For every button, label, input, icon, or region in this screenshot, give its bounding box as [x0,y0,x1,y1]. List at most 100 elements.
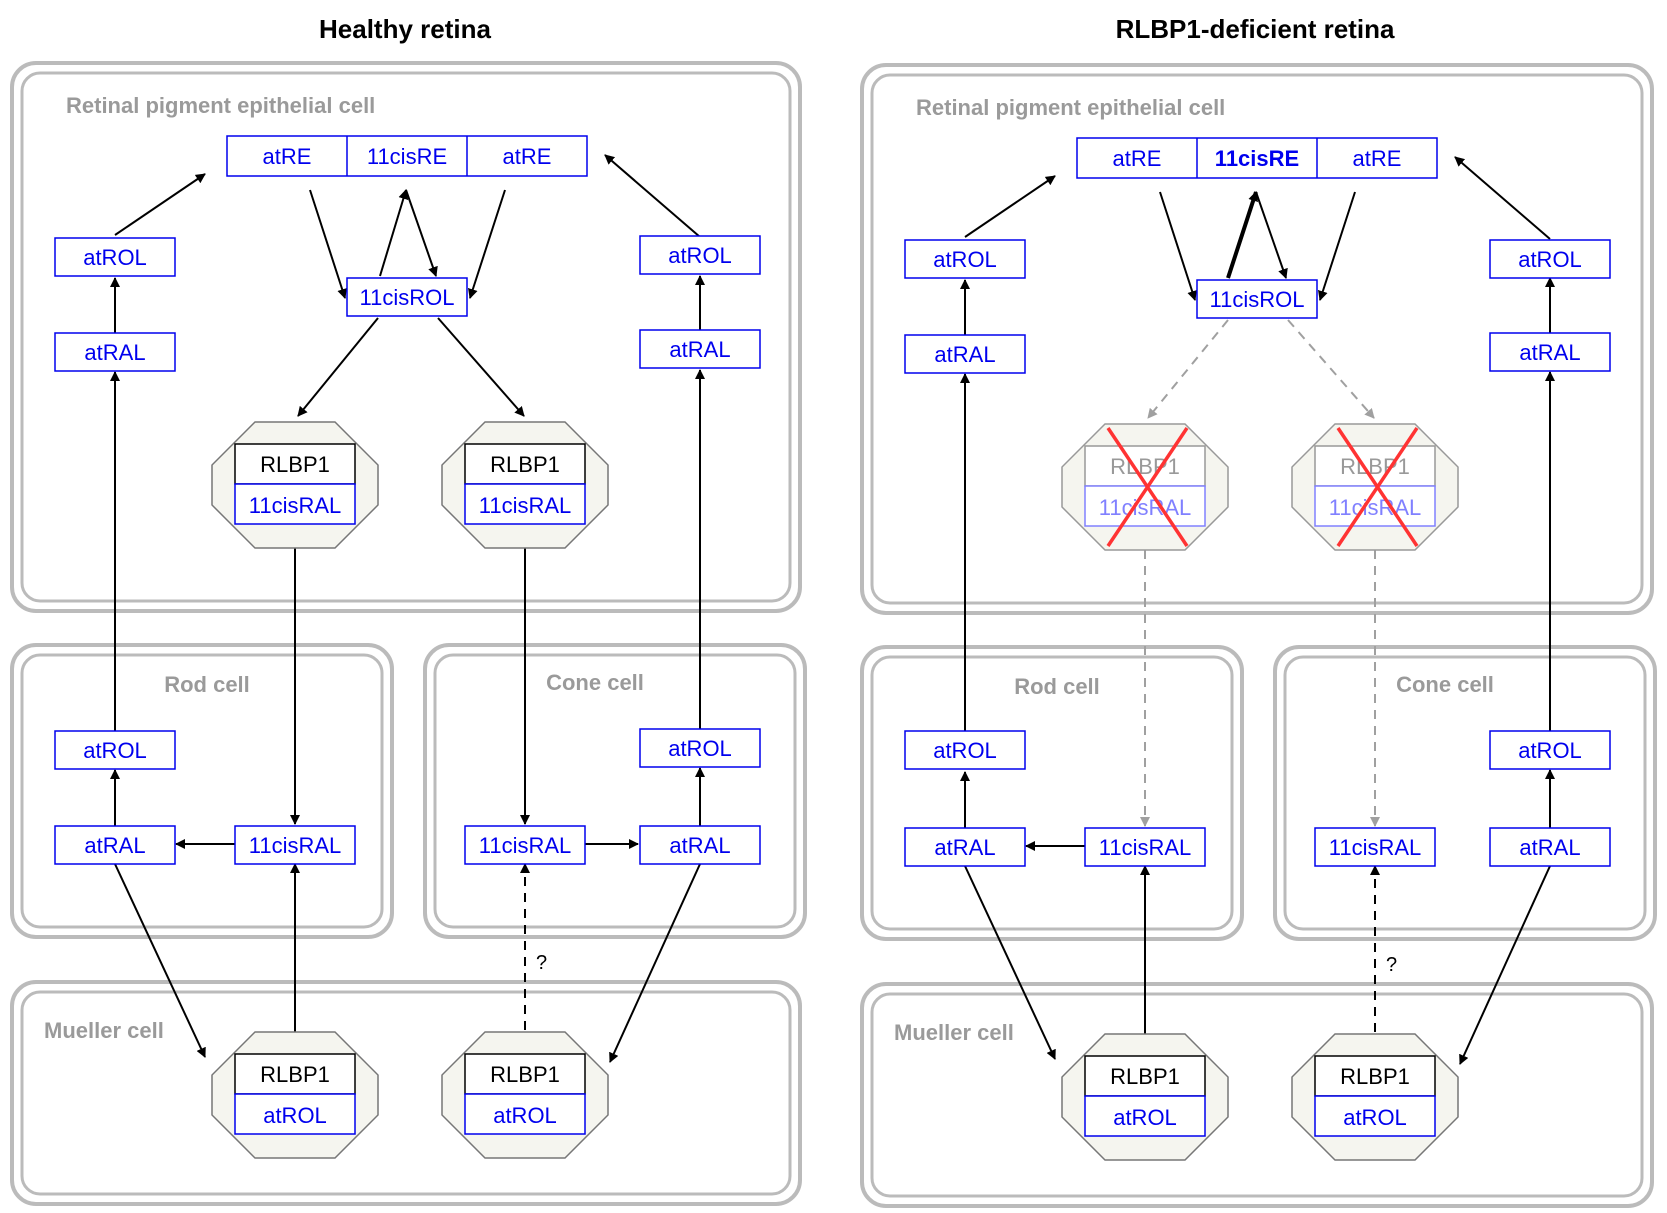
cone-compartment: Cone cell [423,643,807,939]
cross-icon [1106,427,1189,547]
complex-bottom-label: 11cisRAL [249,493,342,518]
edge [468,189,506,299]
complex-rpe-1: RLBP1 11cisRAL [211,421,379,549]
edge-blocked [1287,319,1375,419]
rpe-compartment: Retinal pigment epithelial cell [10,61,802,613]
complex-top-label: RLBP1 [1110,454,1180,479]
node-label: 11cisRAL [249,833,342,858]
cone-compartment: Cone cell [1273,645,1657,941]
healthy-panel: Healthy retina Retinal pigment epithelia… [10,14,807,1206]
edge [964,175,1056,238]
compartment-label: Retinal pigment epithelial cell [916,95,1225,120]
deficient-panel: RLBP1-deficient retina Retinal pigment e… [860,14,1657,1208]
species-nodes [904,137,1611,867]
node-label: atRAL [1519,340,1580,365]
complex-top-label: RLBP1 [1340,1064,1410,1089]
node-label: atROL [668,736,732,761]
node-label: atRE [1113,146,1162,171]
node-label: atRAL [934,342,995,367]
mueller-compartment: Mueller cell [860,982,1654,1208]
node-label: atROL [933,738,997,763]
rod-compartment: Rod cell [10,643,394,939]
question-label: ? [536,952,547,974]
complex-bottom-label: atROL [1343,1105,1407,1130]
node-label: 11cisROL [1210,287,1305,312]
node-label: atROL [1518,247,1582,272]
complex-bottom-label: 11cisRAL [1099,495,1192,520]
rpe-compartment: Retinal pigment epithelial cell [860,63,1654,615]
edge [114,173,206,236]
species-nodes [54,135,761,865]
node-label: 11cisRE [1215,146,1299,171]
complex-rpe-1-absent: RLBP1 11cisRAL [1061,423,1229,551]
complex-bottom-label: 11cisRAL [1329,495,1422,520]
compartment-label: Rod cell [1014,674,1100,699]
node-label: 11cisRE [367,144,447,169]
complex-top-label: RLBP1 [260,1062,330,1087]
edges [960,156,1555,1065]
complex-bottom-label: atROL [493,1103,557,1128]
node-label: 11cisRAL [479,833,572,858]
compartment-label: Mueller cell [894,1020,1014,1045]
blocked-edges [1140,319,1380,827]
node-label: atROL [668,243,732,268]
edges [110,154,705,1063]
compartment-label: Rod cell [164,672,250,697]
edge [309,189,347,299]
compartment-label: Cone cell [1396,672,1494,697]
question-label: ? [1386,954,1397,976]
complex-bottom-label: 11cisRAL [479,493,572,518]
species-labels: atRE 11cisRE atRE atROL atRAL atROL atRA… [83,144,732,858]
rod-compartment: Rod cell [860,645,1244,941]
node-label: 11cisRAL [1329,835,1422,860]
node-label: atRAL [84,340,145,365]
edge [1255,191,1288,279]
cross-icon [1336,427,1419,547]
complex-mueller-2: RLBP1 atROL [1291,1033,1459,1161]
node-label: atRAL [1519,835,1580,860]
compartment-label: Cone cell [546,670,644,695]
complex-rpe-2: RLBP1 11cisRAL [441,421,609,549]
edge [437,317,525,417]
complex-mueller-1: RLBP1 atROL [211,1031,379,1159]
node-label: atRE [263,144,312,169]
complex-top-label: RLBP1 [1110,1064,1180,1089]
node-label: atRAL [669,833,730,858]
node-label: 11cisROL [360,285,455,310]
complex-mueller-2: RLBP1 atROL [441,1031,609,1159]
node-label: 11cisRAL [1099,835,1192,860]
edge-thick [1226,191,1258,279]
edge [379,189,409,277]
edge [1454,156,1551,240]
compartment-label: Retinal pigment epithelial cell [66,93,375,118]
edge [1318,191,1356,301]
complex-mueller-1: RLBP1 atROL [1061,1033,1229,1161]
complex-top-label: RLBP1 [490,1062,560,1087]
node-label: atRE [1353,146,1402,171]
node-label: atROL [933,247,997,272]
compartment-label: Mueller cell [44,1018,164,1043]
species-labels: atRE 11cisRE atRE atROL atRAL atROL atRA… [933,146,1582,860]
node-label: atROL [83,245,147,270]
complex-bottom-label: atROL [263,1103,327,1128]
mueller-compartment: Mueller cell [10,980,802,1206]
edge [604,154,701,238]
edge [964,865,1056,1060]
edge [609,863,701,1063]
node-label: atROL [83,738,147,763]
edge [405,189,438,277]
node-label: atRAL [84,833,145,858]
panel-title: Healthy retina [319,14,491,44]
complex-rpe-2-absent: RLBP1 11cisRAL [1291,423,1459,551]
complex-top-label: RLBP1 [490,452,560,477]
complex-bottom-label: atROL [1113,1105,1177,1130]
edge [1159,191,1197,301]
panel-title: RLBP1-deficient retina [1116,14,1395,44]
edge [1459,865,1551,1065]
edge [114,863,206,1058]
complex-top-label: RLBP1 [1340,454,1410,479]
complex-top-label: RLBP1 [260,452,330,477]
node-label: atROL [1518,738,1582,763]
edge [297,317,379,417]
